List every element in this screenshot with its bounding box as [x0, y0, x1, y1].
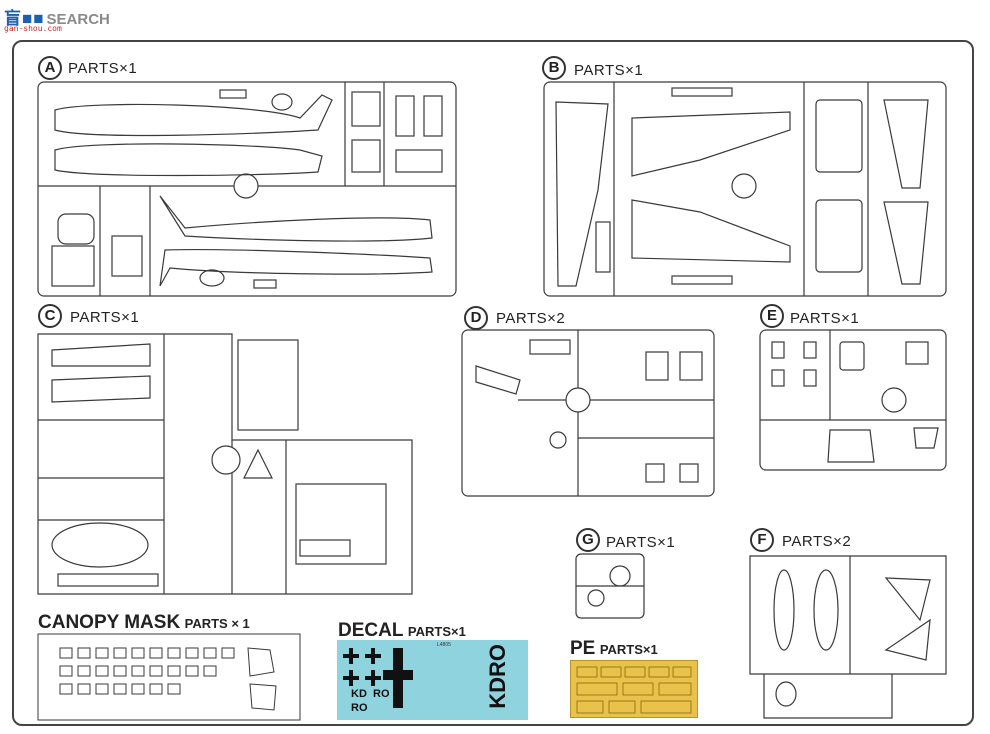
sprue-frame-g — [575, 553, 645, 619]
frame-letter-c: C — [38, 304, 62, 328]
sprue-frame-b — [543, 81, 947, 297]
decal-big-code: KDRO — [485, 644, 510, 709]
frame-letter-a: A — [38, 56, 62, 80]
frame-label-e: PARTS×1 — [790, 310, 860, 327]
frame-label-b: PARTS×1 — [574, 62, 644, 79]
logo-url: gan-shou.com — [4, 24, 62, 33]
pe-heading: PE PARTS×1 — [570, 638, 658, 660]
decal-side-a: KD — [351, 688, 367, 700]
sprue-frame-d — [461, 329, 715, 497]
frame-letter-d: D — [464, 306, 488, 330]
frame-letter-b: B — [542, 56, 566, 80]
decal-side-a-2: RO — [373, 688, 390, 700]
canopy-mask-title: CANOPY MASK — [38, 612, 181, 633]
pe-fret-parts — [576, 666, 692, 714]
decal-title: DECAL — [338, 620, 404, 641]
frame-label-c: PARTS×1 — [70, 309, 140, 326]
canopy-mask-heading: CANOPY MASK PARTS × 1 — [38, 612, 250, 634]
logo-chinese-text: 盲 — [4, 9, 22, 28]
pe-title: PE — [570, 638, 596, 659]
pe-fret — [570, 660, 698, 718]
pe-parts: PARTS×1 — [599, 642, 658, 657]
canopy-mask-parts: PARTS × 1 — [184, 616, 250, 631]
frame-label-g: PARTS×1 — [606, 534, 676, 551]
sheet-border — [12, 40, 974, 726]
frame-label-a: PARTS×1 — [68, 60, 138, 77]
sprue-frame-e — [759, 329, 947, 471]
site-logo: 盲■■SEARCH — [4, 4, 110, 29]
frame-label-f: PARTS×2 — [782, 533, 852, 550]
decal-code: L4805 — [437, 642, 451, 648]
frame-letter-g: G — [576, 528, 600, 552]
decal-side-b: RO — [351, 702, 368, 714]
sprue-frame-c — [37, 333, 413, 595]
decal-parts: PARTS×1 — [407, 624, 466, 639]
decal-crosses — [343, 648, 413, 708]
frame-label-d: PARTS×2 — [496, 310, 566, 327]
decal-sheet: L4805 KD RO RO KDRO — [337, 640, 528, 720]
decal-heading: DECAL PARTS×1 — [338, 620, 466, 642]
frame-letter-e: E — [760, 304, 784, 328]
logo-english-text: SEARCH — [46, 11, 110, 28]
sprue-frame-a — [37, 81, 457, 297]
canopy-mask-sheet — [37, 633, 301, 721]
logo-mark-glyphs: ■■ — [22, 9, 45, 28]
sprue-frame-f — [749, 555, 947, 719]
frame-letter-f: F — [750, 528, 774, 552]
